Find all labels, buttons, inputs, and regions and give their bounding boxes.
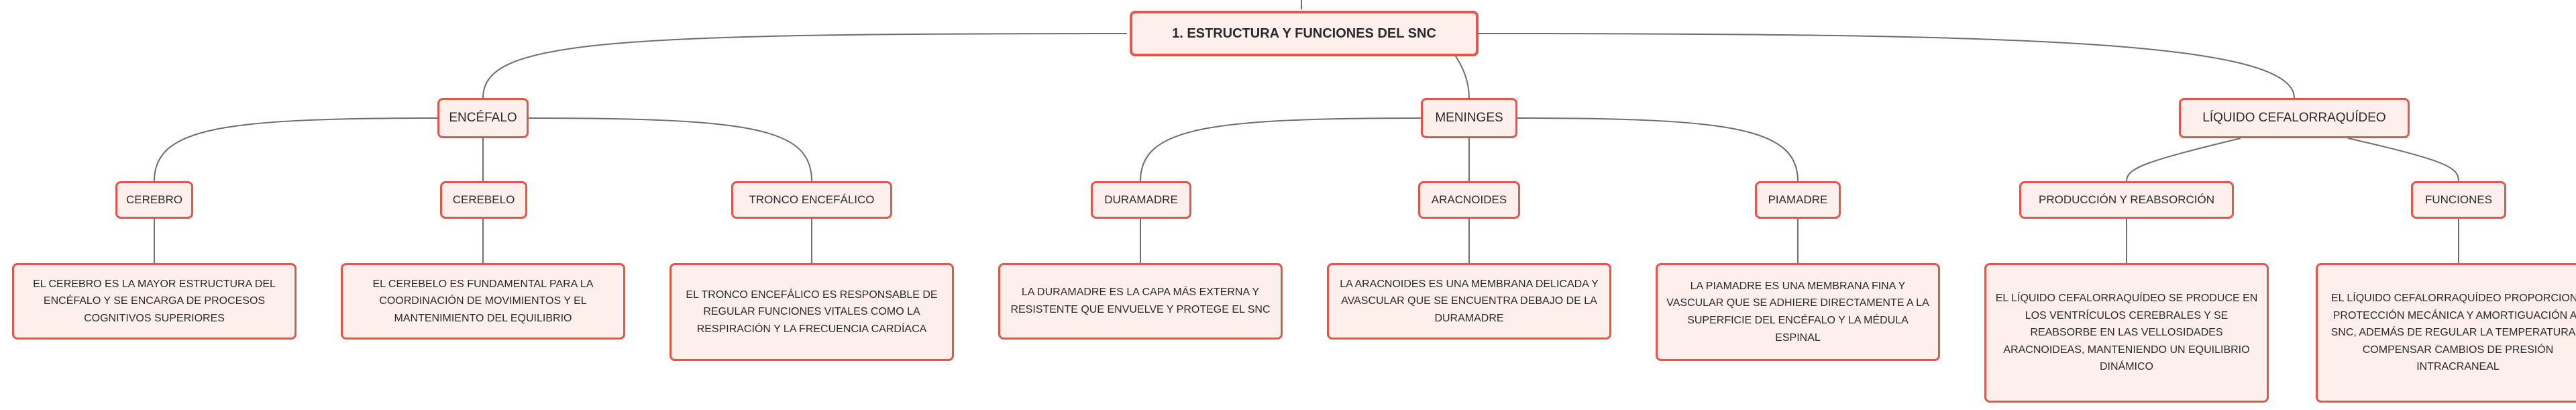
topic-meninges[interactable]: MENINGES: [1421, 98, 1517, 138]
subtopic-funciones[interactable]: FUNCIONES: [2411, 181, 2506, 219]
text-aracnoides[interactable]: LA ARACNOIDES ES UNA MEMBRANA DELICADA Y…: [1327, 263, 1611, 340]
text-produccion-reabsorcion[interactable]: EL LÍQUIDO CEFALORRAQUÍDEO SE PRODUCE EN…: [1984, 263, 2269, 403]
connector-liquido-funciones: [2347, 138, 2459, 182]
text-duramadre[interactable]: LA DURAMADRE ES LA CAPA MÁS EXTERNA Y RE…: [998, 263, 1283, 340]
topic-liquido-cefalorraquideo[interactable]: LÍQUIDO CEFALORRAQUÍDEO: [2179, 98, 2410, 138]
subtopic-duramadre[interactable]: DURAMADRE: [1091, 181, 1191, 219]
subtopic-produccion-reabsorcion[interactable]: PRODUCCIÓN Y REABSORCIÓN: [2019, 181, 2234, 219]
root-topic[interactable]: 1. ESTRUCTURA Y FUNCIONES DEL SNC: [1130, 11, 1479, 56]
topic-encefalo[interactable]: ENCÉFALO: [437, 98, 529, 138]
connector-liquido-produccion: [2126, 138, 2241, 182]
connector-root-liquido: [1475, 33, 2295, 99]
connector-meninges-duramadre: [1140, 117, 1423, 182]
subtopic-cerebelo[interactable]: CEREBELO: [440, 181, 527, 219]
text-tronco-encefalico[interactable]: EL TRONCO ENCEFÁLICO ES RESPONSABLE DE R…: [669, 263, 954, 361]
connector-root-encefalo: [482, 33, 1128, 99]
connector-encefalo-tronco: [526, 117, 812, 182]
subtopic-aracnoides[interactable]: ARACNOIDES: [1418, 181, 1520, 219]
text-piamadre[interactable]: LA PIAMADRE ES UNA MEMBRANA FINA Y VASCU…: [1656, 263, 1940, 361]
connector-encefalo-cerebro: [154, 117, 440, 182]
connector-meninges-piamadre: [1515, 117, 1799, 182]
text-cerebro[interactable]: EL CEREBRO ES LA MAYOR ESTRUCTURA DEL EN…: [12, 263, 297, 340]
text-funciones[interactable]: EL LÍQUIDO CEFALORRAQUÍDEO PROPORCIONA P…: [2316, 263, 2576, 403]
text-cerebelo[interactable]: EL CEREBELO ES FUNDAMENTAL PARA LA COORD…: [341, 263, 625, 340]
subtopic-piamadre[interactable]: PIAMADRE: [1755, 181, 1841, 219]
subtopic-tronco-encefalico[interactable]: TRONCO ENCEFÁLICO: [731, 181, 892, 219]
subtopic-cerebro[interactable]: CEREBRO: [115, 181, 193, 219]
